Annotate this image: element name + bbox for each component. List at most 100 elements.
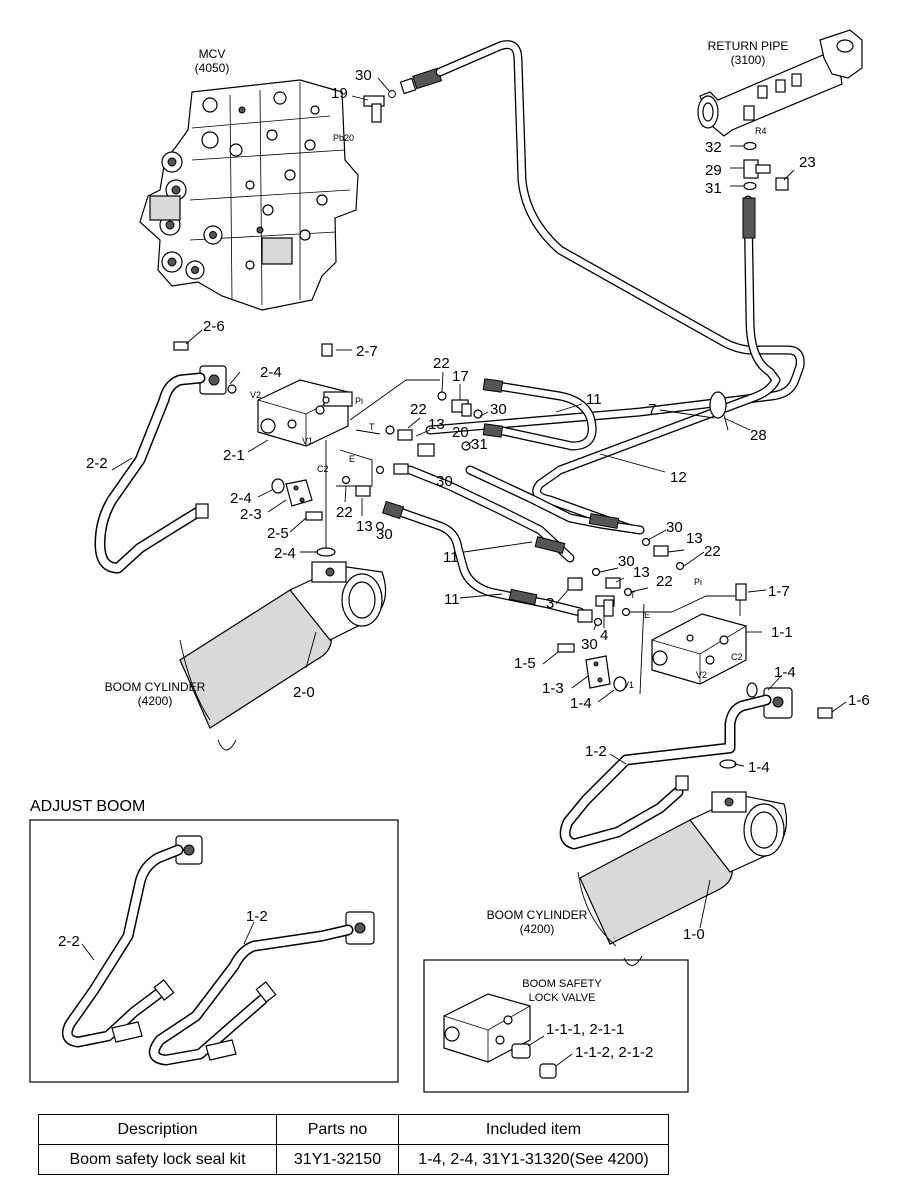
callout-13-a: 13: [428, 416, 445, 433]
callout-30-mcv: 30: [355, 67, 372, 84]
callout-22-e: 22: [656, 573, 673, 590]
callout-1-5: 1-5: [514, 655, 536, 672]
callout-labels: 30 19 32 29 23 31 2-6 2-7 2-4 2-2 2-1 2-…: [86, 67, 870, 943]
return-pipe-drawing: [697, 29, 863, 137]
header-included-item: Included item: [398, 1114, 669, 1145]
port-e-upper: E: [349, 454, 355, 464]
callout-1-1: 1-1: [771, 624, 793, 641]
callout-30-b: 30: [436, 473, 453, 490]
callout-22-c: 22: [336, 504, 353, 521]
cell-parts-no: 31Y1-32150: [276, 1144, 399, 1175]
callout-2-4-mid: 2-4: [230, 490, 252, 507]
callout-32: 32: [705, 139, 722, 156]
callout-2-4-bot: 2-4: [274, 545, 296, 562]
callout-1-4-top: 1-4: [774, 664, 796, 681]
parts-2-3-2-4-2-5: [271, 478, 336, 557]
callout-29: 29: [705, 162, 722, 179]
inset-callout-2-2: 2-2: [58, 933, 80, 950]
mcv-valve-drawing: [139, 79, 359, 311]
callout-11-b: 11: [443, 549, 459, 566]
inset-callout-1-2: 1-2: [246, 908, 268, 925]
boom-cylinder-left-ref: (4200): [138, 694, 173, 708]
callout-31-a: 31: [471, 436, 488, 453]
pipe-1-2-and-flange: [559, 682, 833, 850]
callout-30-e: 30: [618, 553, 635, 570]
port-v1-lower: V1: [623, 680, 634, 690]
hose-11-lower: [381, 500, 585, 617]
callout-1-6: 1-6: [848, 692, 870, 709]
hose-end-at-mcv: [399, 67, 443, 95]
table-row: Boom safety lock seal kit 31Y1-32150 1-4…: [38, 1144, 669, 1175]
safety-valve-drawing: [443, 993, 557, 1079]
callout-2-3: 2-3: [240, 506, 262, 523]
safety-valve-title-1: BOOM SAFETY: [522, 978, 602, 990]
port-pb20: Pb20: [333, 133, 354, 143]
callout-2-1: 2-1: [223, 447, 245, 464]
callout-23: 23: [799, 154, 816, 171]
bolt-2-7: [321, 343, 333, 357]
callout-13-c: 13: [686, 530, 703, 547]
callout-4: 4: [600, 627, 608, 644]
port-v2-upper: V2: [250, 390, 261, 400]
callout-2-7: 2-7: [356, 343, 378, 360]
port-v1-upper: V1: [302, 436, 313, 446]
clamp-28: [709, 391, 729, 431]
upper-valve-fittings: [341, 391, 483, 531]
callout-1-7: 1-7: [768, 583, 790, 600]
leader-lines: [111, 77, 847, 929]
boom-cylinder-left-label: BOOM CYLINDER: [105, 680, 206, 694]
callout-11-a: 11: [586, 391, 602, 408]
safety-valve-frame: [423, 959, 689, 1093]
callout-2-5: 2-5: [267, 525, 289, 542]
callout-2-2: 2-2: [86, 455, 108, 472]
callout-1-4-low: 1-4: [748, 759, 770, 776]
pipe-2-2-and-flange: [94, 341, 237, 574]
return-pipe-label: RETURN PIPE: [708, 39, 789, 53]
valve-1-1-drawing: [651, 613, 747, 685]
boom-cylinder-2-0-drawing: [179, 561, 387, 751]
callout-13-b: 13: [356, 518, 373, 535]
port-v2-lower: V2: [696, 670, 707, 680]
port-t-lower: T: [630, 590, 636, 600]
lower-valve-fittings: [567, 537, 685, 627]
callout-30-c: 30: [376, 526, 393, 543]
callout-1-3: 1-3: [542, 680, 564, 697]
return-pipe-ref: (3100): [731, 53, 766, 67]
adjust-boom-title: ADJUST BOOM: [30, 798, 145, 815]
callout-1-0: 1-0: [683, 926, 705, 943]
callout-22-a: 22: [433, 355, 450, 372]
hose-11-upper: [482, 378, 597, 451]
cell-description: Boom safety lock seal kit: [38, 1144, 277, 1175]
callout-7: 7: [648, 401, 656, 418]
callout-2-6: 2-6: [203, 318, 225, 335]
callout-17: 17: [452, 368, 469, 385]
port-c2-upper: C2: [317, 464, 329, 474]
callout-1-4-left: 1-4: [570, 695, 592, 712]
parts-table: Description Parts no Included item Boom …: [38, 1114, 669, 1175]
callout-30-a: 30: [490, 401, 507, 418]
callout-1-2: 1-2: [585, 743, 607, 760]
boom-cylinder-right-label: BOOM CYLINDER: [487, 908, 588, 922]
callout-3: 3: [546, 595, 554, 612]
callout-19: 19: [331, 85, 348, 102]
callout-11-c: 11: [444, 591, 460, 608]
mcv-label: MCV: [199, 47, 226, 61]
callout-22-b: 22: [410, 401, 427, 418]
port-t-upper: T: [369, 422, 375, 432]
return-fittings: [742, 141, 789, 239]
callout-28: 28: [750, 427, 767, 444]
callout-30-d: 30: [666, 519, 683, 536]
callout-13-d: 13: [633, 564, 650, 581]
table-header-row: Description Parts no Included item: [38, 1114, 669, 1145]
port-e-lower: E: [644, 610, 650, 620]
kit-callout-2: 1-1-2, 2-1-2: [575, 1044, 653, 1061]
callout-31-return: 31: [705, 180, 722, 197]
valve-2-1-drawing: [257, 379, 353, 447]
adjust-boom-pipes: [61, 835, 375, 1066]
parts-1-3-1-4-1-5-1-7: [557, 583, 747, 692]
port-r4: R4: [755, 126, 767, 136]
boom-cylinder-right-ref: (4200): [520, 922, 555, 936]
callout-30-f: 30: [581, 636, 598, 653]
adjust-boom-frame: [29, 819, 399, 1083]
